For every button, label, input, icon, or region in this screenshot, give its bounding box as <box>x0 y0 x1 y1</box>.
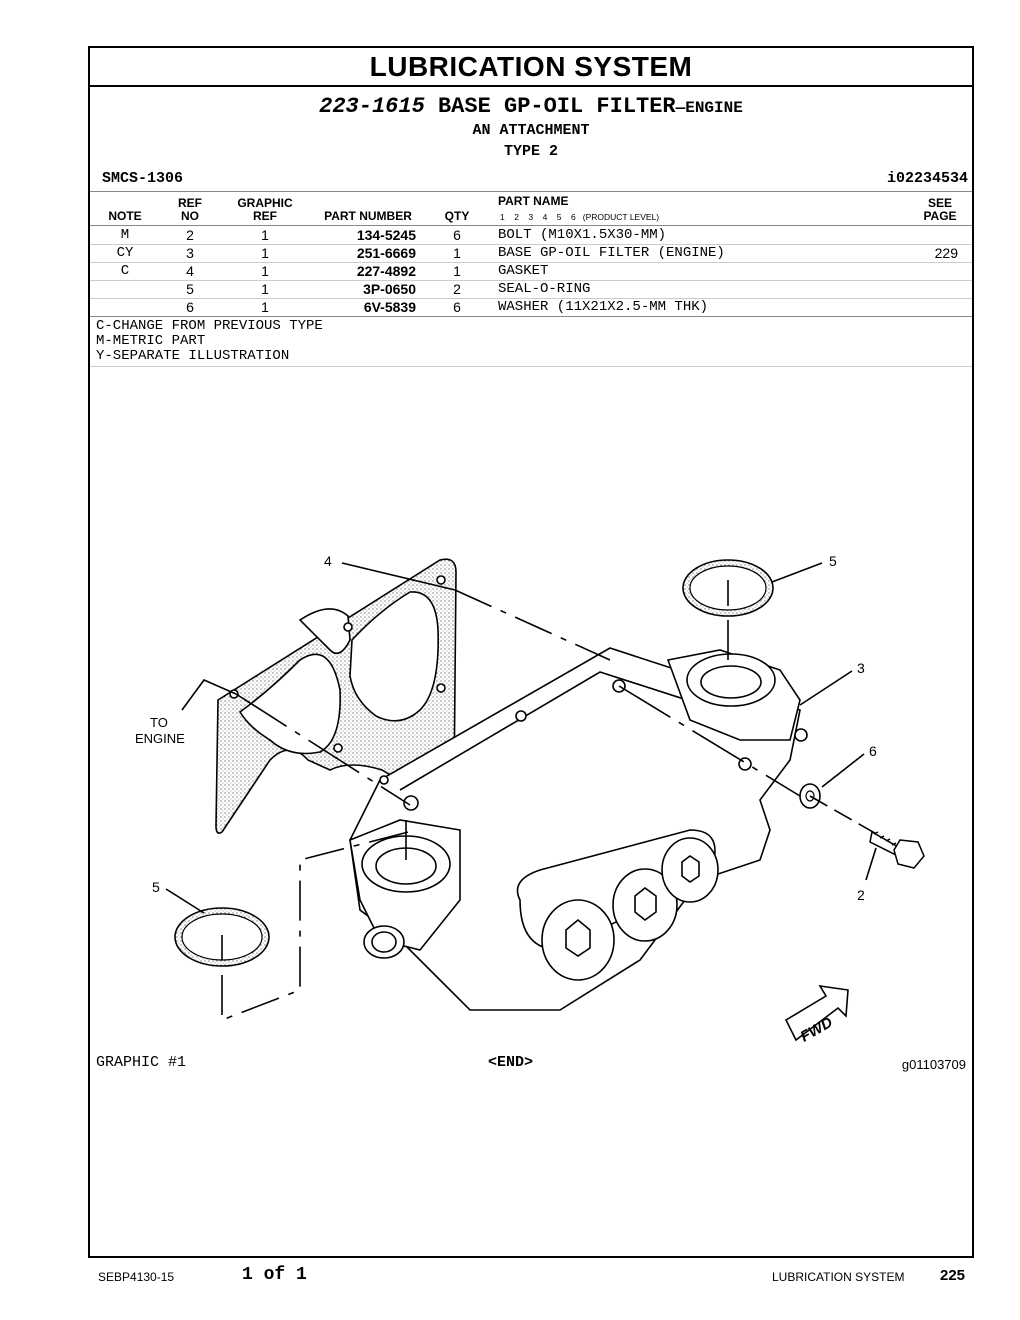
footer-section: LUBRICATION SYSTEM <box>772 1270 905 1284</box>
row-see-page[interactable]: 229 <box>934 245 958 261</box>
to-engine-label-line1: TO <box>150 715 168 730</box>
product-level-row: 1 2 3 4 5 6 (PRODUCT LEVEL) <box>500 212 659 222</box>
table-bottom-divider <box>90 316 972 317</box>
legend-divider <box>90 366 972 367</box>
col-see-bottom: PAGE <box>923 209 957 223</box>
page-count: 1 of 1 <box>242 1265 307 1285</box>
col-part-name: PART NAME <box>498 194 569 208</box>
page-number: 225 <box>940 1267 966 1284</box>
level-5: 5 <box>556 212 562 222</box>
row-qty: 1 <box>453 245 461 261</box>
product-level-label: (PRODUCT LEVEL) <box>582 212 660 222</box>
to-engine-label-line2: ENGINE <box>135 731 185 746</box>
group-number: 223-1615 <box>319 94 425 119</box>
col-qty: QTY <box>444 209 470 223</box>
col-see-top: SEE <box>927 196 952 210</box>
callout-6: 6 <box>869 743 877 759</box>
row-part-number: 227-4892 <box>356 263 416 279</box>
row-graphic: 1 <box>261 281 269 297</box>
row-graphic: 1 <box>261 227 269 243</box>
legend-separate: Y-SEPARATE ILLUSTRATION <box>96 348 290 364</box>
row-divider <box>90 280 972 281</box>
leader-lines <box>165 562 881 1022</box>
callout-3: 3 <box>857 660 865 676</box>
row-qty: 1 <box>453 263 461 279</box>
callout-2: 2 <box>857 887 865 903</box>
group-heading: 223-1615 BASE GP-OIL FILTER—ENGINE <box>90 94 972 119</box>
row-part-number: 134-5245 <box>356 227 416 243</box>
oil-filter-base <box>349 647 808 1011</box>
title-divider <box>90 85 972 87</box>
header-row-divider <box>90 225 972 226</box>
row-graphic: 1 <box>261 299 269 315</box>
level-3: 3 <box>528 212 534 222</box>
graphic-label: GRAPHIC #1 <box>96 1054 187 1071</box>
group-name: BASE GP-OIL FILTER <box>437 94 676 119</box>
type-label: TYPE 2 <box>503 143 558 160</box>
col-part-number: PART NUMBER <box>324 209 412 223</box>
smcs-code: SMCS-1306 <box>102 170 184 187</box>
level-4: 4 <box>542 212 548 222</box>
row-ref: 2 <box>186 227 194 243</box>
row-qty: 2 <box>453 281 461 297</box>
callout-5-top: 5 <box>829 553 837 569</box>
col-graphic-bottom: REF <box>253 209 277 223</box>
row-divider <box>90 262 972 263</box>
page-title: LUBRICATION SYSTEM <box>369 51 693 82</box>
row-part-name: SEAL-O-RING <box>498 281 591 297</box>
row-note: M <box>120 227 130 243</box>
row-part-name: BASE GP-OIL FILTER (ENGINE) <box>498 245 725 261</box>
row-ref: 3 <box>186 245 194 261</box>
row-part-number: 3P-0650 <box>363 281 416 297</box>
row-graphic: 1 <box>261 263 269 279</box>
row-part-name: BOLT (M10X1.5X30-MM) <box>498 227 667 243</box>
legend-change: C-CHANGE FROM PREVIOUS TYPE <box>96 318 323 334</box>
row-part-number: 6V-5839 <box>363 299 416 315</box>
level-2: 2 <box>514 212 519 222</box>
row-part-name: WASHER (11X21X2.5-MM THK) <box>498 299 709 315</box>
row-divider <box>90 244 972 245</box>
col-ref-top: REF <box>178 196 202 210</box>
graphic-id: g01103709 <box>901 1057 966 1072</box>
row-ref: 5 <box>186 281 194 297</box>
row-graphic: 1 <box>261 245 269 261</box>
row-part-number: 251-6669 <box>356 245 416 261</box>
header-divider <box>90 191 972 192</box>
end-label: <END> <box>488 1054 534 1071</box>
level-6: 6 <box>570 212 576 222</box>
row-qty: 6 <box>453 227 461 243</box>
attachment-label: AN ATTACHMENT <box>472 122 590 139</box>
group-qualifier: —ENGINE <box>675 99 743 117</box>
row-ref: 6 <box>186 299 194 315</box>
legend: C-CHANGE FROM PREVIOUS TYPE M-METRIC PAR… <box>96 319 323 364</box>
fwd-arrow: FWD <box>784 984 849 1046</box>
row-note: C <box>120 263 130 279</box>
callouts: 4 5 3 6 2 5 TO ENGINE <box>135 553 877 903</box>
gasket-part <box>215 558 457 834</box>
row-ref: 4 <box>186 263 194 279</box>
col-ref-bottom: NO <box>181 209 199 223</box>
col-graphic-top: GRAPHIC <box>237 196 293 210</box>
row-note: CY <box>116 245 134 261</box>
document-id: i02234534 <box>886 170 968 187</box>
page-frame: LUBRICATION SYSTEM 223-1615 BASE GP-OIL … <box>88 46 974 1258</box>
row-divider <box>90 298 972 299</box>
doc-code: SEBP4130-15 <box>98 1270 175 1284</box>
level-1: 1 <box>500 212 505 222</box>
row-qty: 6 <box>453 299 461 315</box>
callout-4: 4 <box>324 553 332 569</box>
callout-5-bottom: 5 <box>152 879 160 895</box>
legend-metric: M-METRIC PART <box>96 333 206 349</box>
bolt-part <box>869 830 925 869</box>
row-part-name: GASKET <box>498 263 549 279</box>
col-note: NOTE <box>108 209 142 223</box>
